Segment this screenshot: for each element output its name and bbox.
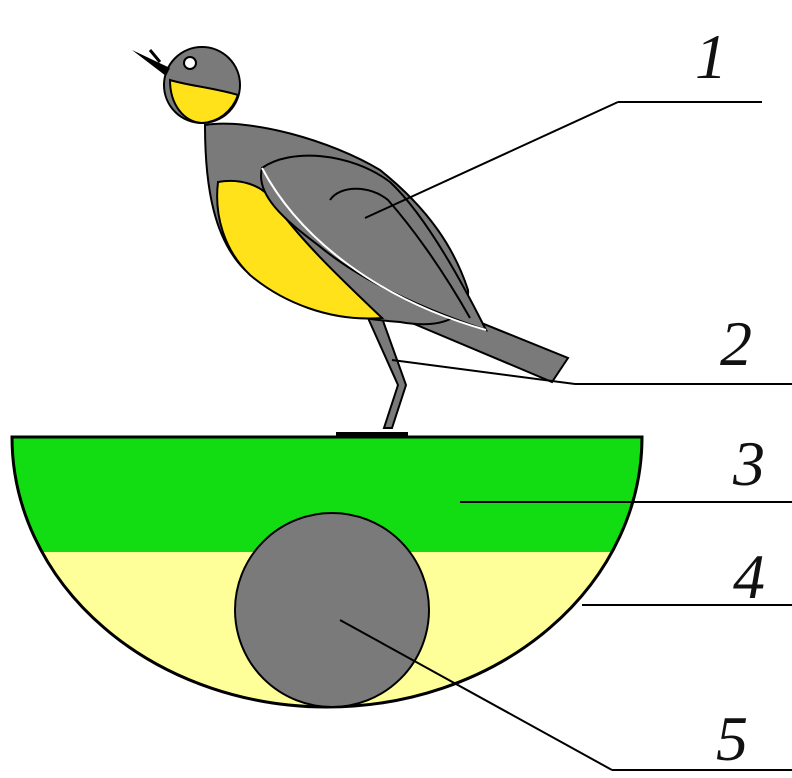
callout-label-3: 3: [732, 428, 765, 499]
bird-leg: [368, 318, 406, 428]
weight-ball: [235, 513, 429, 707]
bird-eye: [184, 57, 196, 69]
leader-line-1: [365, 102, 618, 218]
callout-label-4: 4: [733, 541, 765, 612]
callout-label-2: 2: [720, 308, 752, 379]
callout-label-1: 1: [695, 21, 727, 92]
bird-beak: [132, 50, 170, 76]
callout-label-5: 5: [716, 703, 748, 774]
bird-foot: [336, 432, 408, 438]
